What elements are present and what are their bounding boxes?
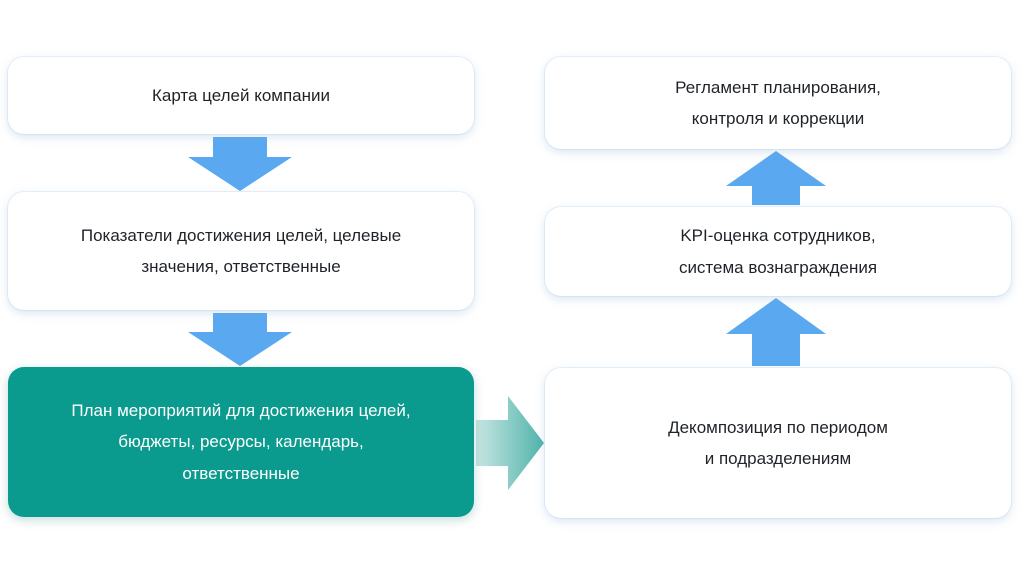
arrow-down-icon: [188, 137, 292, 191]
decomposition-box: Декомпозиция по периодом и подразделения…: [545, 368, 1011, 518]
box-label: Карта целей компании: [151, 85, 331, 105]
arrow-up-icon: [726, 151, 826, 205]
action-plan-box: План мероприятий для достижения целей, б…: [8, 367, 474, 517]
box-label: KPI-оценка сотрудников, система вознагра…: [678, 226, 878, 277]
kpi-evaluation-box: KPI-оценка сотрудников, система вознагра…: [545, 207, 1011, 296]
goal-map-box: Карта целей компании: [8, 57, 474, 134]
box-label: Декомпозиция по периодом и подразделения…: [668, 417, 888, 468]
planning-regulation-box: Регламент планирования, контроля и корре…: [545, 57, 1011, 149]
arrow-right-icon: [476, 396, 544, 490]
arrow-down-icon: [188, 313, 292, 366]
box-label: Показатели достижения целей, целевые зна…: [80, 225, 402, 276]
arrow-up-icon: [726, 298, 826, 366]
goal-indicators-box: Показатели достижения целей, целевые зна…: [8, 192, 474, 310]
box-label: План мероприятий для достижения целей, б…: [71, 400, 411, 483]
box-label: Регламент планирования, контроля и корре…: [675, 77, 881, 128]
